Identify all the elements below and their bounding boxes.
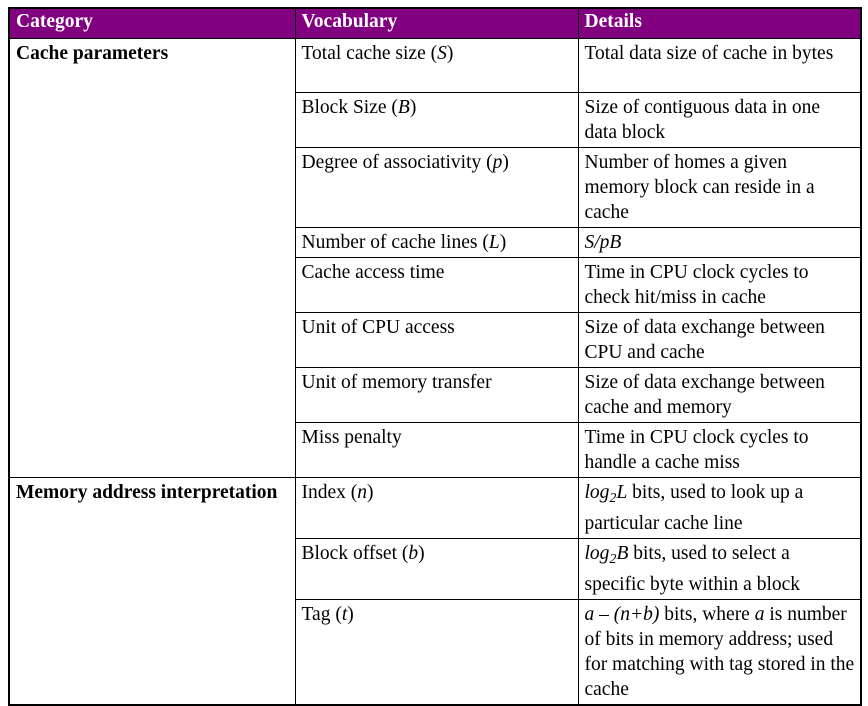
vocabulary-text: Block Size ( <box>301 97 398 118</box>
vocabulary-tail: ) <box>409 97 417 118</box>
details-tag-expression: a – (n+b) <box>584 603 660 625</box>
table-header-row: Category Vocabulary Details <box>8 7 862 39</box>
vocabulary-tail: ) <box>347 603 354 625</box>
table-row: Miss penalty Time in CPU clock cycles to… <box>9 422 862 478</box>
details-cell: Size of contiguous data in one data bloc… <box>577 92 862 148</box>
vocabulary-cell: Degree of associativity (p) <box>294 147 579 228</box>
table-row: Block Size (B) Size of contiguous data i… <box>9 92 862 148</box>
table-row: Degree of associativity (p) Number of ho… <box>9 147 862 228</box>
vocabulary-cell: Miss penalty <box>294 422 579 478</box>
column-header-category: Category <box>8 7 296 39</box>
table-row: Cache access time Time in CPU clock cycl… <box>9 257 862 313</box>
vocabulary-text: Block offset ( <box>301 542 409 564</box>
details-tag-variable: a <box>754 603 765 625</box>
vocabulary-tail: ) <box>502 152 509 173</box>
category-cell-cache-parameters: Cache parameters <box>8 38 296 478</box>
vocabulary-cell: Cache access time <box>294 257 579 313</box>
details-cell: Time in CPU clock cycles to handle a cac… <box>577 422 862 478</box>
details-formula-subscript: 2 <box>609 489 617 506</box>
vocabulary-variable: n <box>357 482 368 503</box>
table-body: Cache parameters Total cache size (S) To… <box>8 38 862 706</box>
vocabulary-cell: Index (n) <box>294 477 579 539</box>
category-cell-memory-address-interpretation: Memory address interpretation <box>8 476 296 706</box>
cache-vocabulary-table: Category Vocabulary Details Cache parame… <box>8 7 862 706</box>
table-row: Number of cache lines (L) S/pB <box>9 227 862 258</box>
details-formula-lead: log <box>584 482 610 503</box>
vocabulary-tail: ) <box>446 43 454 64</box>
vocabulary-tail: ) <box>418 542 425 564</box>
details-formula-variable: B <box>616 542 629 564</box>
details-formula-subscript: 2 <box>609 550 617 567</box>
column-header-details: Details <box>577 7 862 39</box>
vocabulary-text: Number of cache lines ( <box>301 232 489 253</box>
table-header: Category Vocabulary Details <box>8 7 862 39</box>
details-cell: S/pB <box>577 227 862 258</box>
details-cell: Size of data exchange between cache and … <box>577 367 862 423</box>
vocabulary-cell: Unit of memory transfer <box>294 367 579 423</box>
vocabulary-text: Total cache size ( <box>301 43 438 64</box>
details-cell: Number of homes a given memory block can… <box>577 147 862 228</box>
vocabulary-cell: Total cache size (S) <box>294 38 579 93</box>
vocabulary-variable: S <box>437 43 447 64</box>
vocabulary-text: Tag ( <box>301 603 342 625</box>
vocabulary-variable: L <box>488 232 500 253</box>
details-formula-tail: bits, used to select a specific byte wit… <box>584 542 801 595</box>
table-row: Unit of CPU access Size of data exchange… <box>9 312 862 368</box>
table-row: Cache parameters Total cache size (S) To… <box>8 38 862 478</box>
details-cell: a – (n+b) bits, where a is number of bit… <box>577 598 862 706</box>
vocabulary-cell: Block Size (B) <box>294 92 579 148</box>
details-cell: log2L bits, used to look up a particular… <box>577 477 862 539</box>
column-header-vocabulary: Vocabulary <box>294 7 579 39</box>
vocabulary-tail: ) <box>499 232 507 253</box>
details-formula-tail: bits, used to look up a particular cache… <box>584 482 804 534</box>
vocabulary-text: Degree of associativity ( <box>301 152 493 173</box>
vocabulary-tail: ) <box>367 482 374 503</box>
vocabulary-variable: b <box>408 542 419 564</box>
vocabulary-cell: Number of cache lines (L) <box>294 227 579 258</box>
details-formula: S/pB <box>584 232 622 253</box>
table-row: Unit of memory transfer Size of data exc… <box>9 367 862 423</box>
details-formula-lead: log <box>584 542 610 564</box>
details-cell: Total data size of cache in bytes <box>577 38 862 93</box>
details-formula-variable: L <box>616 482 628 503</box>
table-row: Memory address interpretation Index (n) … <box>8 476 862 706</box>
table-row: Block offset (b) log2B bits, used to sel… <box>9 537 862 600</box>
vocabulary-text: Index ( <box>301 482 358 503</box>
page-root: Category Vocabulary Details Cache parame… <box>8 7 862 706</box>
vocabulary-variable: B <box>397 97 410 118</box>
vocabulary-variable: t <box>341 603 348 625</box>
details-cell: log2B bits, used to select a specific by… <box>577 537 862 600</box>
vocabulary-variable: p <box>492 152 503 173</box>
vocabulary-cell: Block offset (b) <box>294 537 579 600</box>
details-tag-mid: bits, where <box>659 603 755 625</box>
vocabulary-cell: Tag (t) <box>294 598 579 706</box>
vocabulary-cell: Unit of CPU access <box>294 312 579 368</box>
details-cell: Time in CPU clock cycles to check hit/mi… <box>577 257 862 313</box>
details-cell: Size of data exchange between CPU and ca… <box>577 312 862 368</box>
